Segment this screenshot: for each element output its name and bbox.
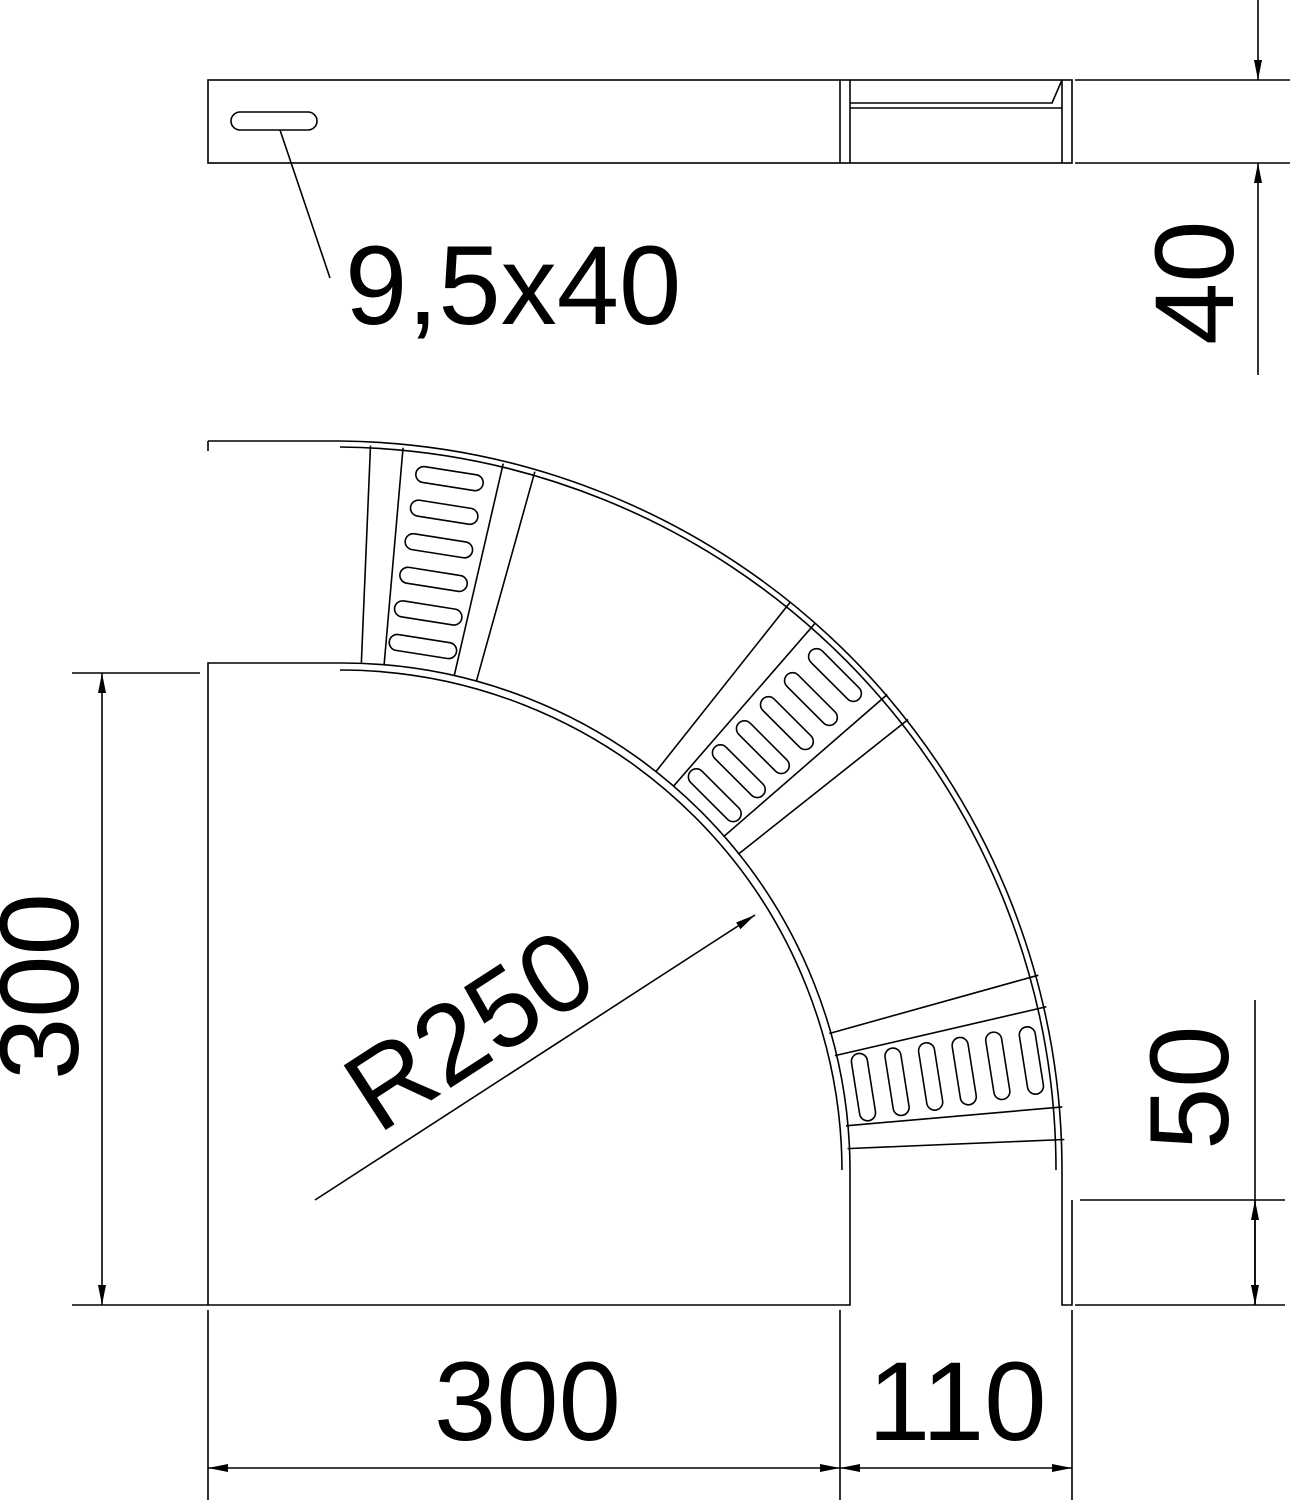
side-length-label: 300 <box>0 893 102 1080</box>
plan-view <box>207 440 1073 1306</box>
slot-size-label: 9,5x40 <box>345 223 681 348</box>
rung-slot <box>1018 1026 1045 1095</box>
flange-label: 50 <box>1127 1025 1252 1150</box>
side-view: 9,5x40 <box>207 79 1073 348</box>
width-label: 110 <box>868 1339 1047 1464</box>
rung-slot <box>850 1052 877 1122</box>
radius-label: R250 <box>323 904 616 1155</box>
rung-edge <box>722 693 888 838</box>
rung-slot <box>783 671 839 727</box>
rung-slot <box>735 719 791 775</box>
rung-slot <box>759 695 815 751</box>
slot <box>230 111 318 131</box>
rung-edge <box>475 471 536 681</box>
rung-slot <box>415 465 484 492</box>
rung <box>654 601 909 856</box>
height-label: 40 <box>1132 220 1257 345</box>
rung-edge <box>383 447 404 664</box>
rung-edge <box>737 718 909 856</box>
rung-edge <box>453 463 505 676</box>
rung-slot <box>393 600 463 626</box>
rung <box>829 974 1065 1150</box>
rung-slot <box>951 1036 978 1106</box>
rung-edge <box>829 974 1039 1035</box>
rung-edge <box>360 445 372 663</box>
rung <box>360 445 536 681</box>
rung-edge <box>847 1138 1065 1150</box>
rung-slot <box>388 633 458 660</box>
rung-slot <box>807 647 863 703</box>
flange-dimension: 50 <box>1075 1000 1285 1306</box>
height-dimension: 40 <box>1075 0 1290 375</box>
rung-slot <box>404 532 474 559</box>
rung-edge <box>654 601 792 773</box>
side-length-dimension: 300 <box>0 672 208 1306</box>
rung-slot <box>399 566 469 593</box>
rung-slot <box>409 499 479 526</box>
rung-slot <box>687 768 742 823</box>
bottom-dimensions: 300 110 <box>207 1310 1073 1500</box>
slot-leader-line <box>279 129 331 279</box>
rung-slot <box>711 744 766 799</box>
rung-slot <box>884 1047 910 1117</box>
rung-edge <box>846 1106 1063 1127</box>
rung-slot <box>917 1041 944 1111</box>
bottom-length-label: 300 <box>434 1339 621 1464</box>
rung-edge <box>834 1005 1047 1057</box>
rung-edge <box>672 622 817 788</box>
radius-dimension: R250 <box>314 904 756 1201</box>
rung-slot <box>984 1031 1011 1101</box>
